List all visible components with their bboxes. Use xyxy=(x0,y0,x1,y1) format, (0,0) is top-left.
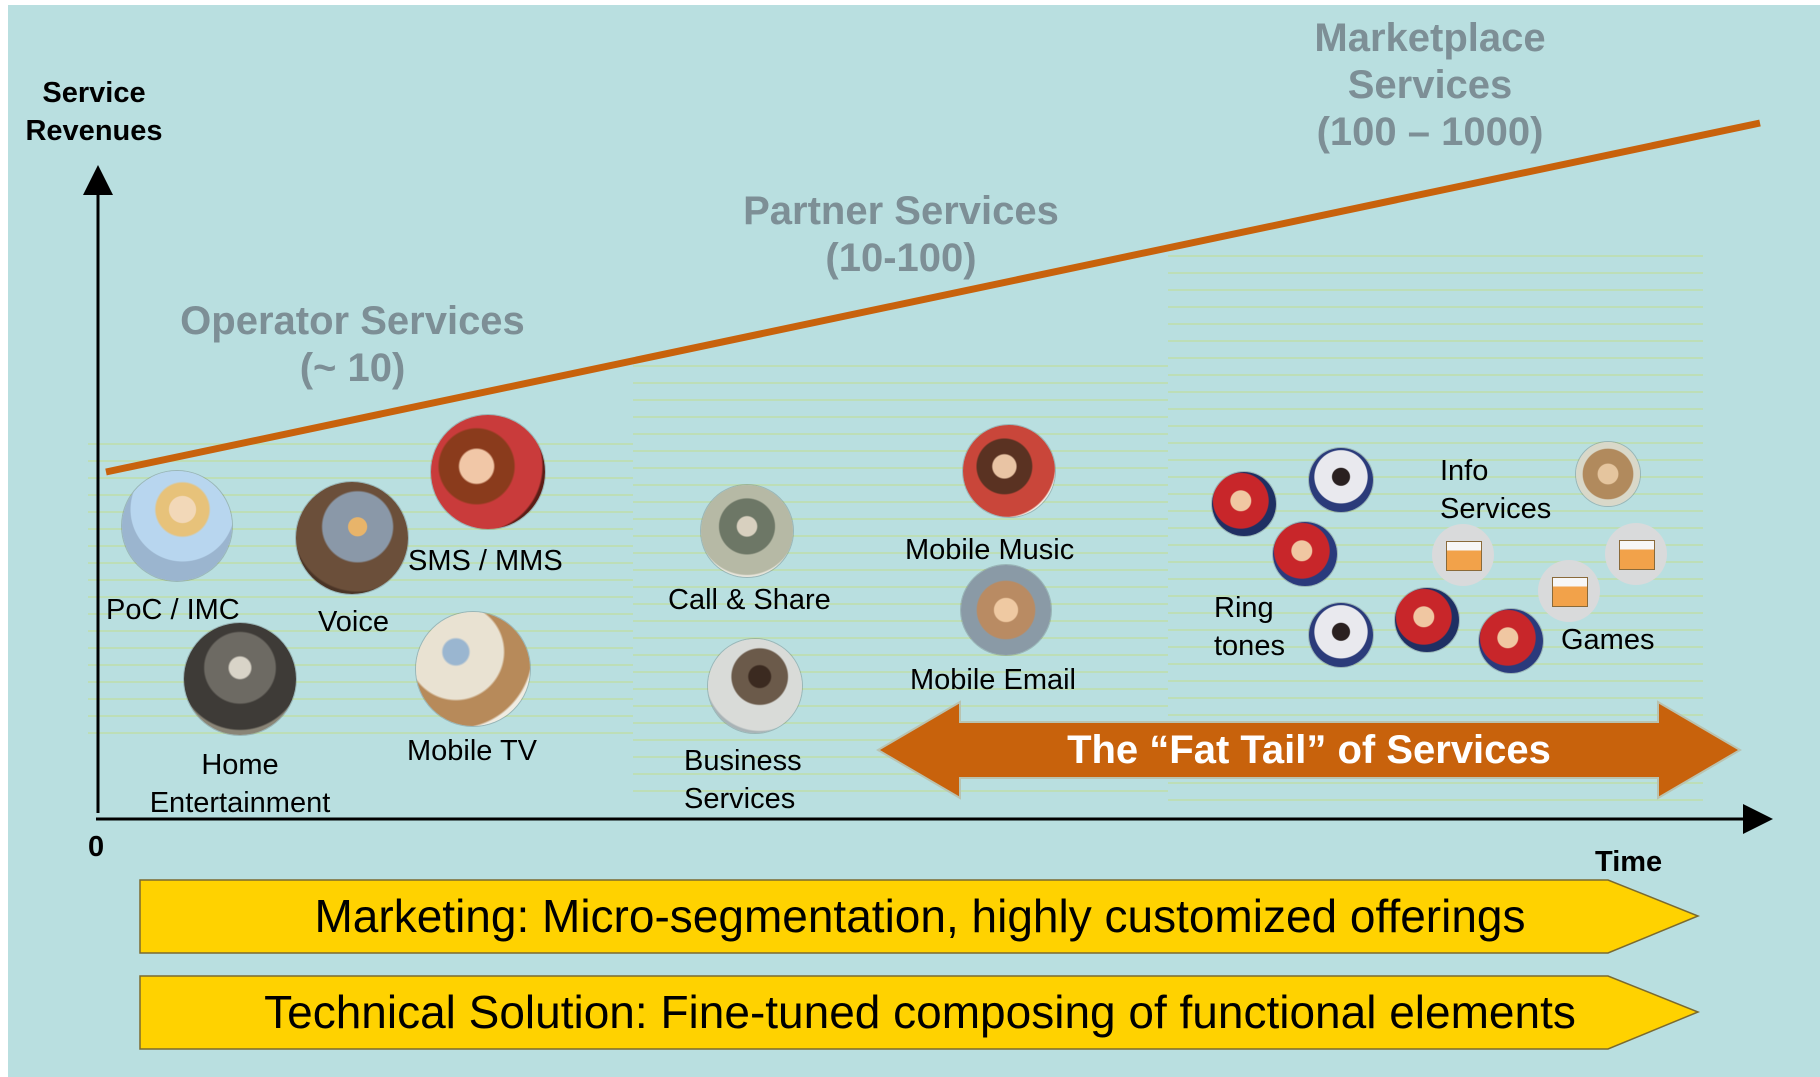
diagram-graphics xyxy=(83,119,1773,1050)
diagram-canvas: Service Revenues 0 Time Operator Service… xyxy=(8,5,1820,1077)
marketing-banner-text: Marketing: Micro-segmentation, highly cu… xyxy=(314,890,1526,942)
partner-services-title: Partner Services (10-100) xyxy=(743,189,1059,280)
info-services-photo xyxy=(1576,442,1640,506)
poc-photo xyxy=(122,471,232,581)
label-mobile-music: Mobile Music xyxy=(905,534,1075,566)
mobile-music-photo xyxy=(963,425,1055,517)
label-ring-tones: Ring tones xyxy=(1214,592,1285,662)
call-share-photo xyxy=(701,485,793,577)
label-call-share: Call & Share xyxy=(668,584,831,616)
ringtone-photo-2 xyxy=(1309,448,1373,512)
operator-services-title: Operator Services (~ 10) xyxy=(180,299,525,390)
y-axis-title: Service Revenues xyxy=(25,77,163,147)
fat-tail-arrow xyxy=(876,700,1742,800)
label-home-entertainment: Home Entertainment xyxy=(149,749,331,819)
technical-banner xyxy=(139,975,1700,1050)
ringtone-photo-6 xyxy=(1479,609,1543,673)
label-poc-imc: PoC / IMC xyxy=(106,594,240,626)
label-sms-mms: SMS / MMS xyxy=(408,545,563,577)
label-mobile-email: Mobile Email xyxy=(910,664,1076,696)
origin-label: 0 xyxy=(88,831,105,863)
sms-photo xyxy=(431,415,545,529)
business-services-photo xyxy=(708,639,802,733)
marketplace-services-title: Marketplace Services (100 – 1000) xyxy=(1314,16,1546,154)
voice-photo xyxy=(296,482,408,594)
technical-banner-text: Technical Solution: Fine-tuned composing… xyxy=(264,986,1576,1038)
fat-tail-label: The “Fat Tail” of Services xyxy=(1067,728,1551,772)
label-games: Games xyxy=(1561,624,1655,656)
ringtone-photo-3 xyxy=(1273,522,1337,586)
label-business-services: Business Services xyxy=(684,745,802,815)
home-entertainment-photo xyxy=(184,623,296,735)
revenue-trend-line xyxy=(105,119,1761,476)
label-info-services: Info Services xyxy=(1440,455,1552,525)
game-tile-1 xyxy=(1432,524,1494,586)
x-axis-title: Time xyxy=(1595,846,1663,878)
label-voice: Voice xyxy=(318,606,389,638)
label-mobile-tv: Mobile TV xyxy=(407,735,538,767)
game-tile-2 xyxy=(1605,523,1667,585)
mobile-email-photo xyxy=(961,565,1051,655)
marketing-banner xyxy=(139,879,1700,954)
game-tile-3 xyxy=(1538,560,1600,622)
ringtone-photo-1 xyxy=(1212,472,1276,536)
ringtone-photo-5 xyxy=(1395,588,1459,652)
mobile-tv-photo xyxy=(416,612,530,726)
ringtone-photo-4 xyxy=(1309,603,1373,667)
